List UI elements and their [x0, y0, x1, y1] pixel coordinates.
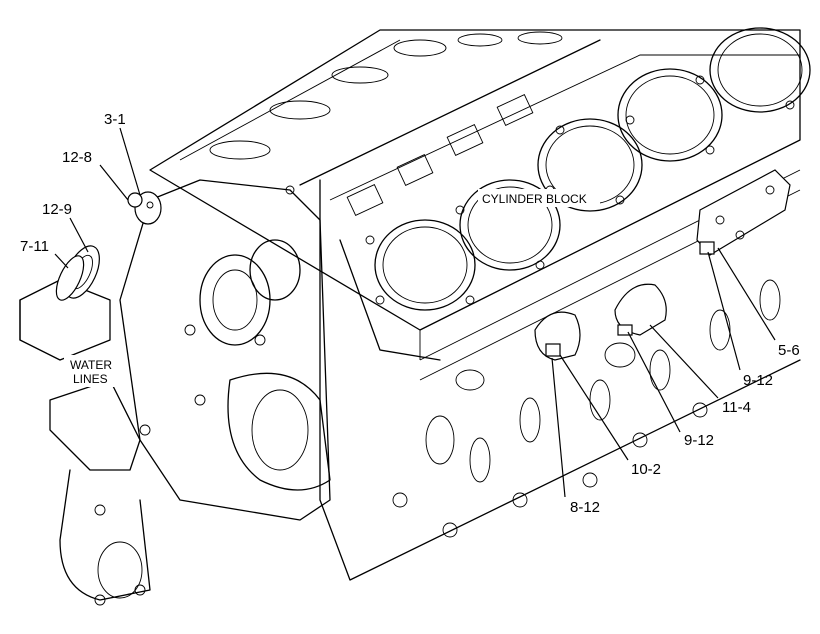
leader-9-12-b — [627, 331, 681, 433]
leader-12-8 — [99, 164, 129, 201]
water-lines — [19, 279, 151, 606]
leader-9-12-a — [707, 251, 741, 371]
plate-5-6 — [696, 169, 791, 256]
leader-7-11 — [54, 253, 69, 269]
leader-10-2 — [559, 354, 629, 461]
cylinder-block-label: CYLINDER BLOCK — [482, 192, 587, 206]
leader-lines — [54, 127, 776, 498]
cylinder-bores — [365, 27, 811, 311]
callout-9-12-upper: 9-12 — [743, 372, 773, 389]
water-lines-label-line2: LINES — [73, 372, 108, 386]
leader-3-1 — [119, 127, 141, 196]
cover-10-2 — [534, 311, 581, 361]
leader-11-4 — [649, 324, 719, 399]
callout-8-12: 8-12 — [570, 499, 600, 516]
block-top-deck — [149, 29, 801, 360]
annotations: CYLINDER BLOCK WATER LINES — [64, 189, 600, 387]
callout-labels: 3-1 12-8 12-9 7-11 5-6 9-12 11-4 9-12 10… — [20, 111, 800, 516]
cover-11-4 — [604, 283, 667, 368]
plug-12-8 — [127, 191, 162, 225]
callout-7-11: 7-11 — [20, 238, 49, 255]
gasket-12-9 — [55, 245, 100, 301]
callout-12-8: 12-8 — [62, 149, 92, 166]
callout-10-2: 10-2 — [631, 461, 661, 478]
callout-9-12-lower: 9-12 — [684, 432, 714, 449]
callout-5-6: 5-6 — [778, 342, 800, 359]
leader-12-9 — [69, 217, 89, 253]
leader-8-12 — [551, 357, 566, 498]
callout-12-9: 12-9 — [42, 201, 72, 218]
callout-11-4: 11-4 — [722, 399, 751, 416]
water-lines-label-line1: WATER — [70, 358, 112, 372]
front-housing — [119, 179, 331, 521]
leader-5-6 — [717, 247, 776, 341]
callout-3-1: 3-1 — [104, 111, 126, 128]
